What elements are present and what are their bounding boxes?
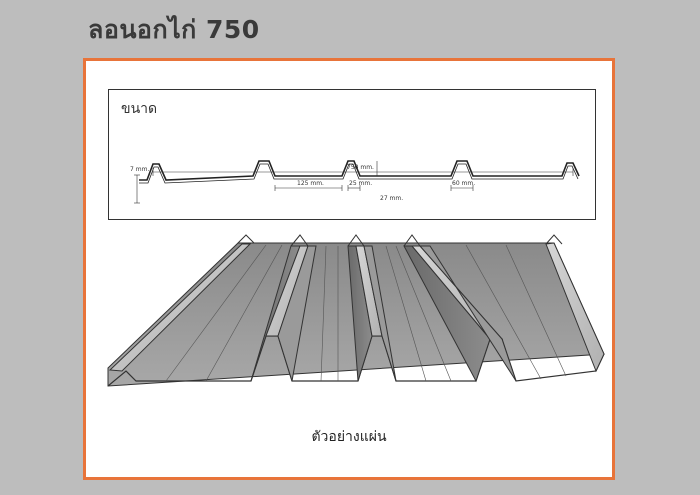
label-rib-width: 60 mm. (452, 180, 475, 187)
product-card: ขนาด 7 mm. 750 mm. (83, 58, 615, 480)
label-total-width: 750 mm. (347, 164, 374, 171)
dimension-crest-width (347, 185, 361, 191)
label-depth: 27 mm. (380, 195, 403, 202)
dimension-total-width (152, 168, 574, 176)
page-title: ลอนอกไก่ 750 (88, 15, 260, 44)
sample-caption: ตัวอย่างแผ่น (311, 429, 387, 445)
dimension-rib-width (450, 185, 474, 191)
label-height: 7 mm. (130, 166, 149, 173)
sheet-illustration (107, 234, 605, 387)
profile-outline (139, 160, 580, 184)
sheet-ribs (108, 242, 605, 383)
sheet-crease-lines (165, 244, 567, 382)
dimension-trough-width (274, 185, 343, 191)
profile-diagram: 7 mm. 750 mm. 125 mm. 25 mm. (130, 160, 580, 204)
dimension-panel: ขนาด 7 mm. 750 mm. (108, 89, 596, 220)
dimension-height (134, 174, 140, 204)
sheet-top-ridge (237, 234, 563, 247)
dimension-heading: ขนาด (121, 101, 158, 117)
label-trough-width: 125 mm. (297, 180, 324, 187)
label-crest-width: 25 mm. (349, 180, 372, 187)
